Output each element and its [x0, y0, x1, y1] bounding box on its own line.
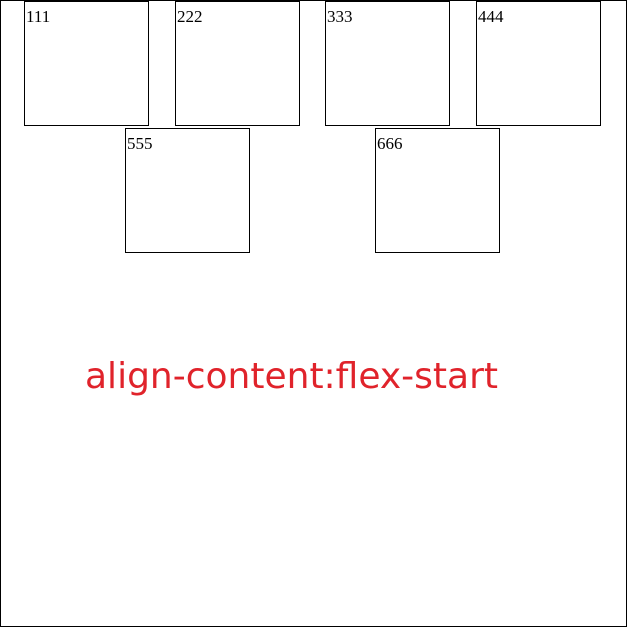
flex-item-label: 111	[26, 7, 51, 26]
flex-item-label: 444	[478, 7, 504, 26]
flex-item-666: 666	[375, 128, 500, 253]
caption-text: align-content:flex-start	[85, 356, 499, 397]
flex-item-333: 333	[325, 1, 450, 126]
flex-item-555: 555	[125, 128, 250, 253]
flex-item-label: 666	[377, 134, 403, 153]
flex-item-444: 444	[476, 1, 601, 126]
flex-item-label: 555	[127, 134, 153, 153]
flex-item-label: 222	[177, 7, 203, 26]
flex-item-label: 333	[327, 7, 353, 26]
flex-item-111: 111	[24, 1, 149, 126]
flex-item-222: 222	[175, 1, 300, 126]
